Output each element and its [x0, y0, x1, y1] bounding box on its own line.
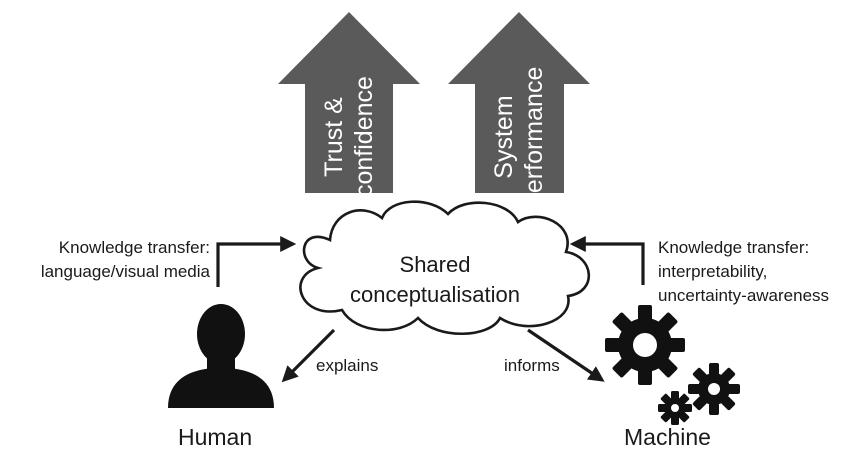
system-line-1: System	[490, 95, 518, 179]
left-transfer-connector	[216, 236, 297, 287]
human-label: Human	[178, 424, 253, 450]
gear-holes	[633, 333, 720, 412]
left-transfer-line-1: Knowledge transfer:	[58, 238, 210, 257]
shared-conceptualisation-cloud	[299, 200, 591, 335]
informs-label: informs	[504, 356, 560, 375]
cloud-line-2: conceptualisation	[349, 282, 520, 307]
right-transfer-text: Knowledge transfer: interpretability, un…	[658, 236, 829, 308]
trust-confidence-arrow	[278, 12, 420, 193]
right-transfer-line-1: Knowledge transfer:	[658, 238, 810, 257]
right-transfer-line-3: uncertainty-awareness	[658, 286, 830, 305]
informs-arrow	[527, 328, 605, 382]
person-silhouette-icon	[168, 304, 274, 408]
system-performance-label: System performance	[489, 67, 549, 207]
system-performance-arrow	[448, 12, 590, 193]
right-transfer-connector	[569, 236, 645, 285]
right-transfer-line-2: interpretability,	[658, 262, 768, 281]
trust-line-1: Trust &	[320, 97, 348, 177]
explains-arrow	[281, 328, 336, 383]
cloud-line-1: Shared	[399, 252, 471, 277]
system-line-2: performance	[520, 66, 548, 207]
explains-label: explains	[316, 356, 379, 375]
left-transfer-line-2: language/visual media	[40, 262, 210, 281]
machine-label: Machine	[624, 424, 711, 450]
cloud-text: Shared conceptualisation	[335, 250, 535, 310]
trust-line-2: confidence	[350, 76, 378, 197]
left-transfer-text: Knowledge transfer: language/visual medi…	[41, 236, 210, 284]
trust-confidence-label: Trust & confidence	[319, 76, 379, 197]
